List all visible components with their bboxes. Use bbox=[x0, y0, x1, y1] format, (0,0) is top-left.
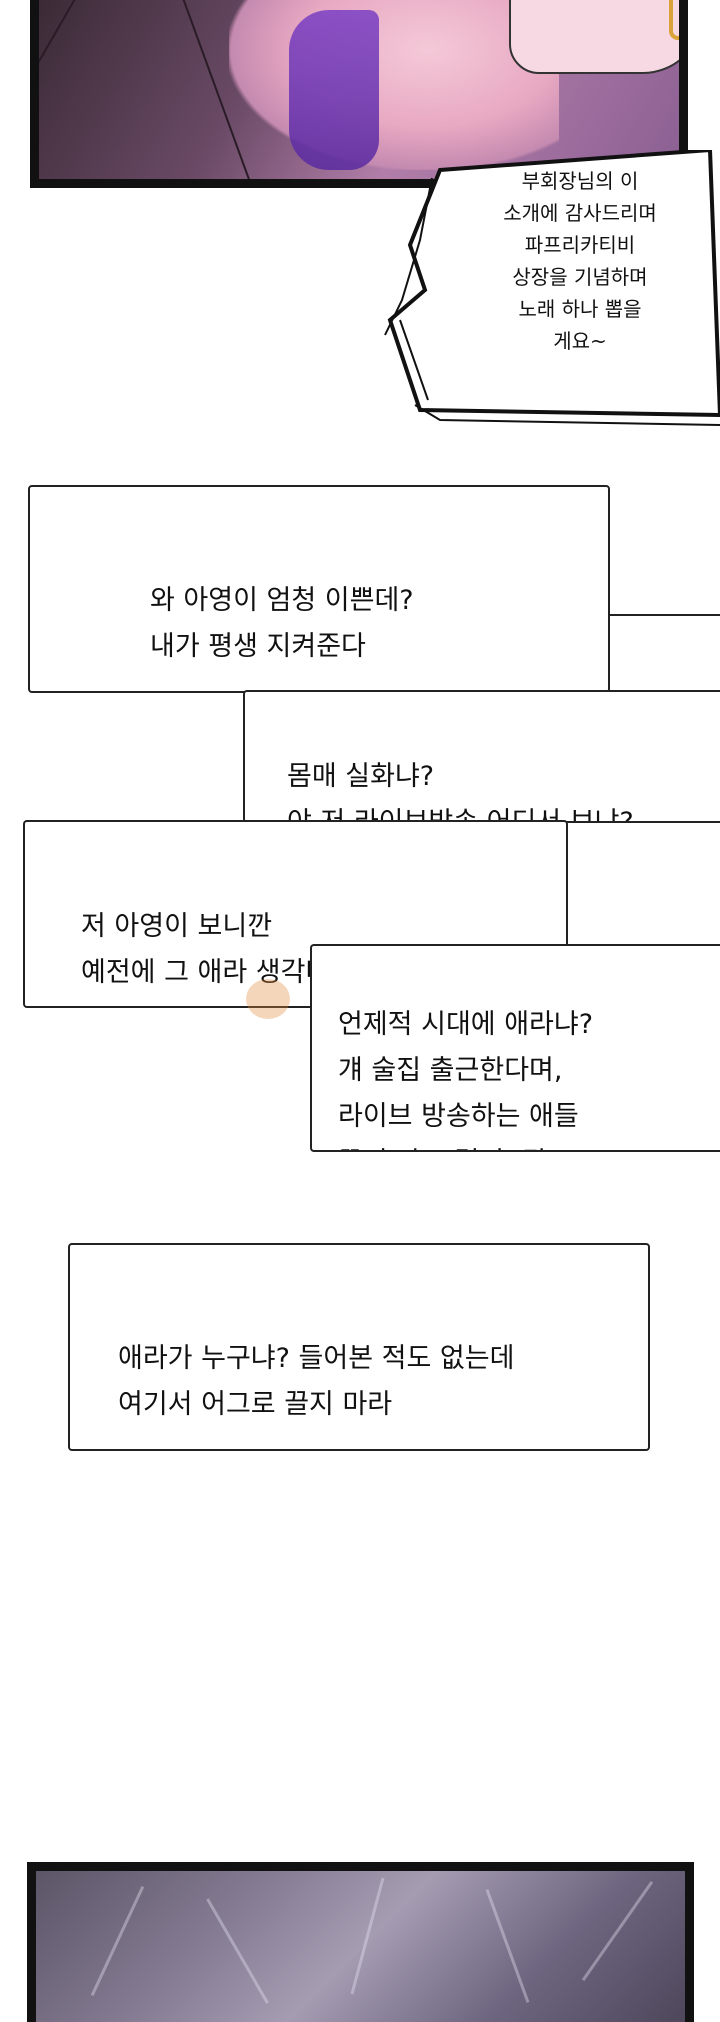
bracelet-icon bbox=[669, 0, 679, 40]
panel-line bbox=[39, 0, 81, 179]
character-hair bbox=[289, 10, 379, 170]
chat-text: 언제적 시대에 애라냐? 걔 술집 출근한다며, 라이브 방송하는 애들 끝이 … bbox=[338, 1009, 594, 1150]
chat-text: 와 아영이 엄청 이쁜데? 내가 평생 지켜준다 bbox=[150, 585, 414, 662]
speech-burst-shape bbox=[384, 150, 720, 426]
chat-box: 와 아영이 엄청 이쁜데? 내가 평생 지켜준다 bbox=[28, 485, 610, 693]
box-connector bbox=[610, 614, 720, 616]
chat-text: 애라가 누구냐? 들어본 적도 없는데 여기서 어그로 끌지 마라 bbox=[118, 1343, 515, 1420]
top-comic-panel bbox=[30, 0, 688, 188]
chat-box: 언제적 시대에 애라냐? 걔 술집 출근한다며, 라이브 방송하는 애들 끝이 … bbox=[310, 944, 720, 1152]
character-figure bbox=[229, 0, 559, 170]
chat-text: 몸매 실화냐? 야 저 라이브방송 어디서 보냐? bbox=[287, 761, 634, 823]
character-arm bbox=[509, 0, 679, 74]
bottom-comic-panel bbox=[27, 1862, 694, 2022]
box-connector bbox=[566, 826, 568, 946]
chat-box: 몸매 실화냐? 야 저 라이브방송 어디서 보냐? bbox=[243, 690, 720, 823]
chat-box: 애라가 누구냐? 들어본 적도 없는데 여기서 어그로 끌지 마라 bbox=[68, 1243, 650, 1451]
speech-bubble-text: 부회장님의 이 소개에 감사드리며 파프리카티비 상장을 기념하며 노래 하나 … bbox=[503, 169, 657, 353]
